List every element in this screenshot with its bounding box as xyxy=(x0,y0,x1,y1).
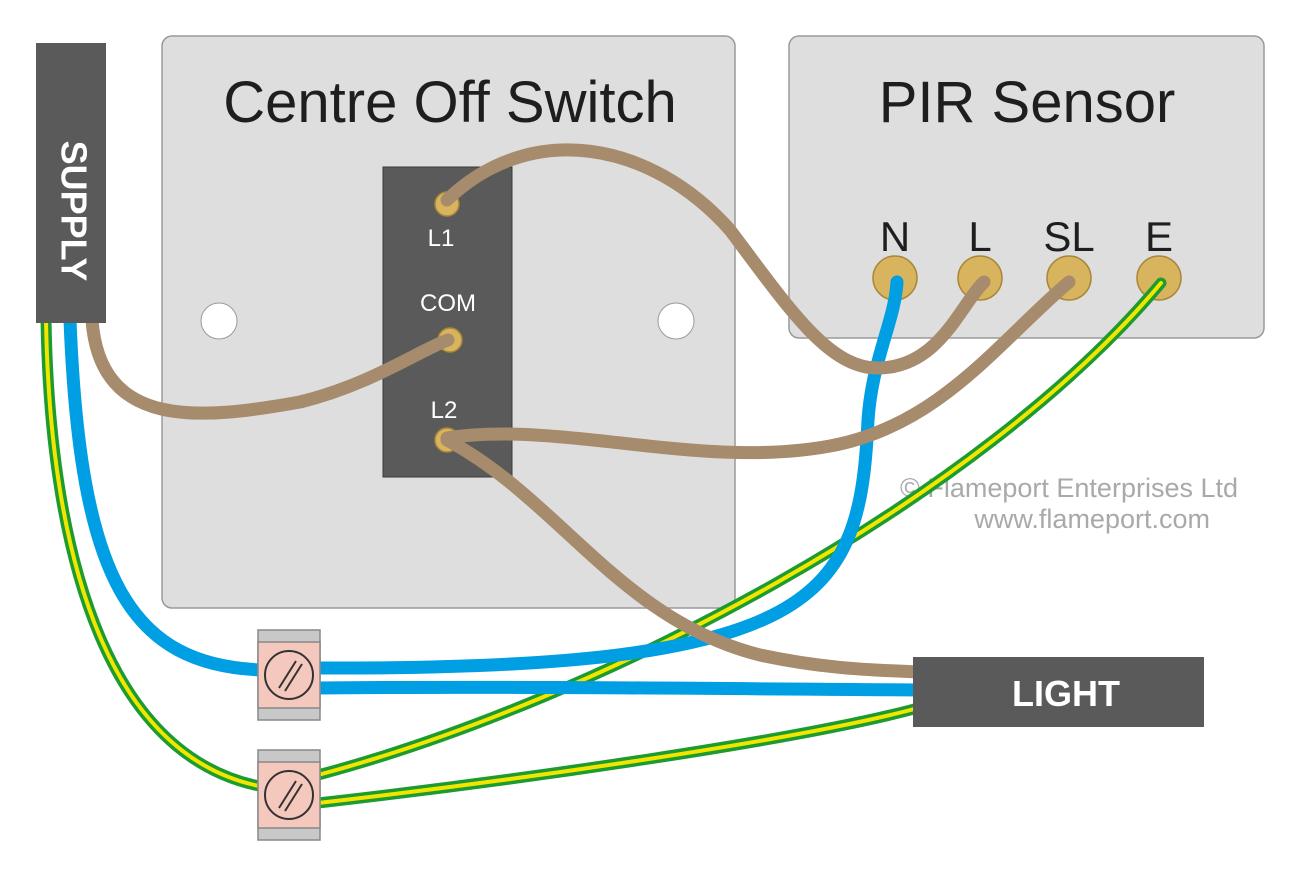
switch-body xyxy=(382,166,513,478)
supply-label: SUPPLY xyxy=(53,141,94,282)
pir-l-label: L xyxy=(968,213,991,260)
live-wires xyxy=(85,143,1076,679)
pir-n-label: N xyxy=(880,213,910,260)
mounting-hole-left xyxy=(200,302,238,340)
light-box: LIGHT xyxy=(913,657,1204,727)
credit-line-2: www.flameport.com xyxy=(973,504,1210,534)
com-label: COM xyxy=(420,290,476,317)
l1-label: L1 xyxy=(428,225,455,252)
supply-box: SUPPLY xyxy=(36,43,106,323)
light-label: LIGHT xyxy=(1012,673,1120,714)
neutral-connector-block xyxy=(257,629,321,721)
l2-label: L2 xyxy=(431,397,458,424)
earth-connector-block xyxy=(257,749,321,841)
switch-title: Centre Off Switch xyxy=(223,70,676,135)
earth-wires xyxy=(40,277,1167,809)
pir-sl-label: SL xyxy=(1043,213,1094,260)
mounting-hole-right xyxy=(657,302,695,340)
credit-line-1: © Flameport Enterprises Ltd xyxy=(900,473,1238,503)
pir-title: PIR Sensor xyxy=(879,70,1176,135)
pir-e-label: E xyxy=(1145,213,1173,260)
neutral-wires xyxy=(63,275,925,697)
